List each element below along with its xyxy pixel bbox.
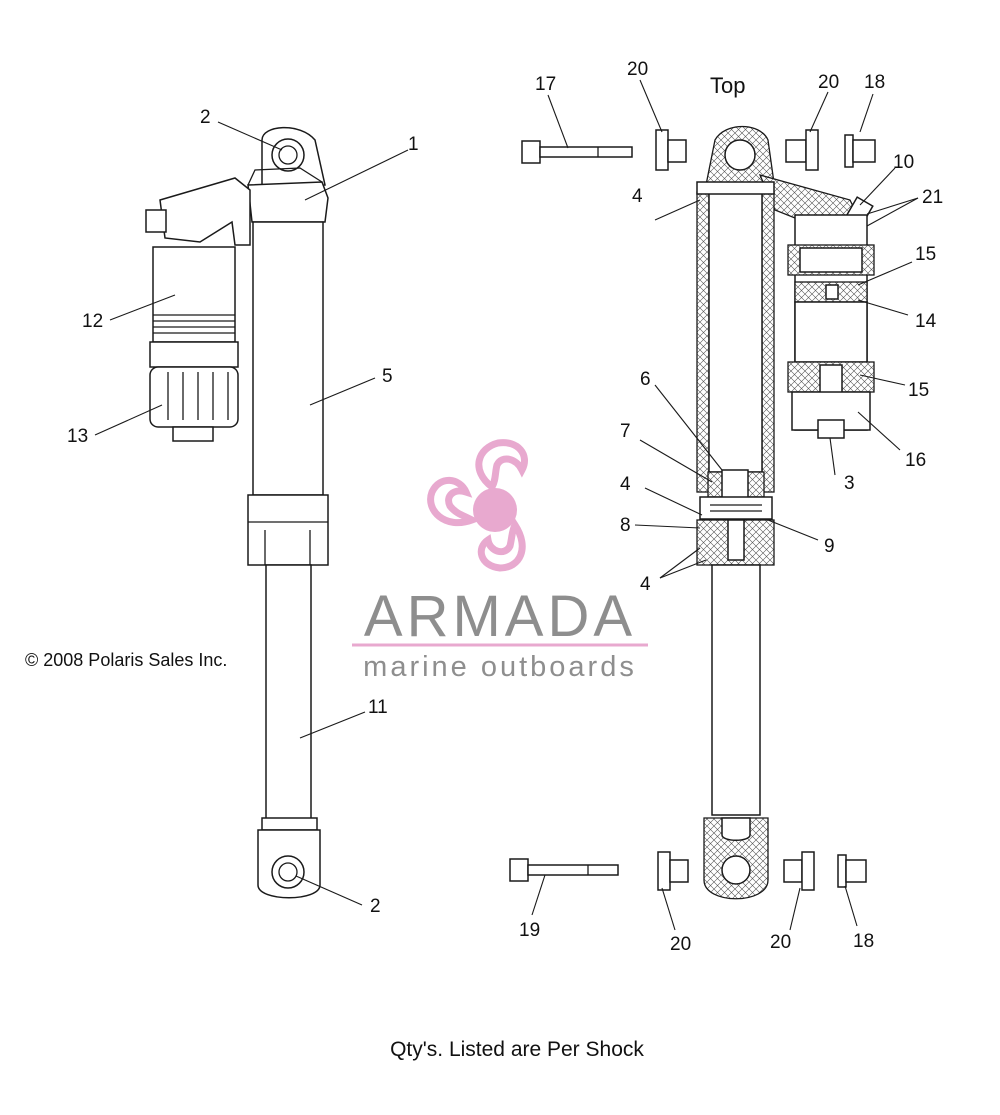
callout-18-top: 18 <box>864 72 885 93</box>
hardware-bottom <box>509 851 867 891</box>
callout-20-top-left: 20 <box>627 59 648 80</box>
seal-nut <box>247 494 329 566</box>
callout-9: 9 <box>824 536 835 557</box>
callout-17: 17 <box>535 74 556 95</box>
shock-section-view: Top <box>696 73 875 900</box>
section-top-label: Top <box>710 73 745 98</box>
bolt-top <box>521 140 633 164</box>
callout-10: 10 <box>893 152 914 173</box>
callout-18-bottom: 18 <box>853 931 874 952</box>
callout-6: 6 <box>640 369 651 390</box>
callout-8: 8 <box>620 515 631 536</box>
callout-2-bottom: 2 <box>370 896 381 917</box>
propeller-icon <box>427 439 528 572</box>
callout-1: 1 <box>408 134 419 155</box>
section-body-wall-left <box>696 191 710 493</box>
quantity-caption: Qty's. Listed are Per Shock <box>390 1038 644 1061</box>
shock-external-view <box>145 126 329 899</box>
callout-5: 5 <box>382 366 393 387</box>
reservoir-body <box>152 246 236 343</box>
section-body-bore <box>708 191 763 473</box>
eyelet-bushing-bottom <box>271 855 305 889</box>
callout-15-top: 15 <box>915 244 936 265</box>
section-shaft <box>711 564 761 816</box>
callout-19: 19 <box>519 920 540 941</box>
callout-11: 11 <box>368 697 388 718</box>
reservoir-chamber <box>794 301 868 363</box>
shock-head <box>247 181 329 223</box>
adjuster-ring <box>149 341 239 368</box>
callout-7: 7 <box>620 421 631 442</box>
callout-12: 12 <box>82 311 103 332</box>
callout-13: 13 <box>67 426 88 447</box>
hardware-top <box>521 129 876 171</box>
callout-4-mid: 4 <box>620 474 631 495</box>
copyright-notice: © 2008 Polaris Sales Inc. <box>25 650 227 670</box>
bushing-bottom-left <box>657 851 689 891</box>
nut-bottom <box>837 854 867 888</box>
seal-bushing <box>727 519 745 561</box>
watermark-title: ARMADA <box>364 584 636 649</box>
adjuster-knob <box>149 366 239 428</box>
callout-labels: 1 2 2 3 4 4 4 5 6 7 8 9 10 11 12 13 14 1… <box>67 59 943 955</box>
callout-20-bottom-left: 20 <box>670 934 691 955</box>
callout-4-top: 4 <box>632 186 643 207</box>
reservoir-valve <box>145 209 167 233</box>
callout-4-lower: 4 <box>640 574 651 595</box>
bolt-bottom <box>509 858 619 882</box>
callout-15-bottom: 15 <box>908 380 929 401</box>
watermark-logo: ARMADA marine outboards <box>352 439 648 683</box>
nut-top <box>844 134 876 168</box>
callout-16: 16 <box>905 450 926 471</box>
callout-2-top: 2 <box>200 107 211 128</box>
bushing-bottom-right <box>783 851 815 891</box>
shock-shaft <box>265 564 312 821</box>
callout-14: 14 <box>915 311 937 332</box>
leader-lines <box>94 79 919 931</box>
watermark-subtitle: marine outboards <box>363 651 637 683</box>
reservoir-ribs <box>153 314 235 334</box>
adjuster-nut <box>172 426 214 442</box>
bushing-top-left <box>655 129 687 171</box>
section-body-wall-right <box>761 191 775 493</box>
eyelet-bushing-top <box>271 138 305 172</box>
bumper-ring <box>261 817 318 831</box>
shim-stack <box>699 496 773 520</box>
section-cap <box>696 181 775 195</box>
callout-20-bottom-right: 20 <box>770 932 791 953</box>
adjuster-screw <box>817 419 845 439</box>
reservoir-hose-block <box>159 177 251 246</box>
callout-3: 3 <box>844 473 855 494</box>
callout-21: 21 <box>922 187 943 208</box>
callout-20-top-right: 20 <box>818 72 839 93</box>
bushing-top-right <box>785 129 819 171</box>
shock-body <box>252 221 324 496</box>
